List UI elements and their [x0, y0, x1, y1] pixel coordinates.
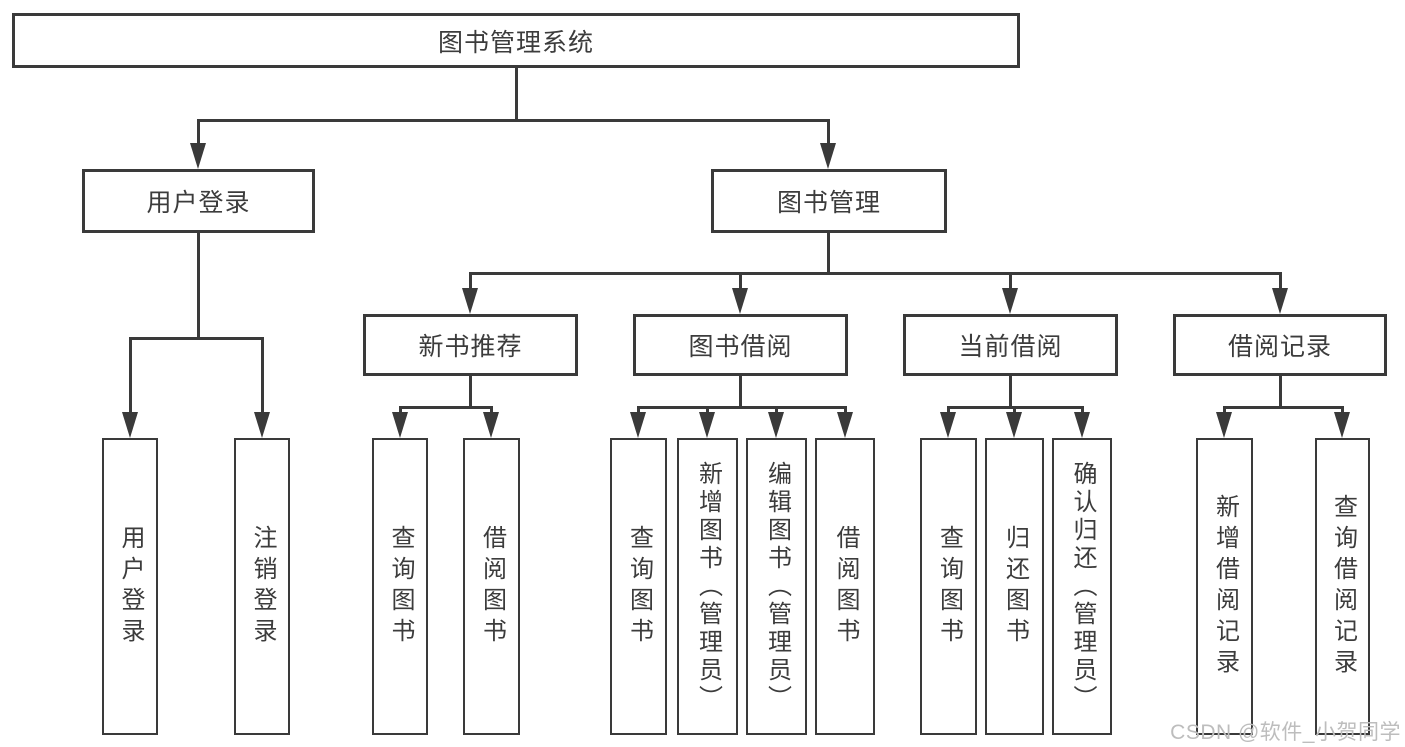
connector-drop — [947, 406, 950, 413]
connector-bar — [637, 406, 847, 409]
leaf-query-books-recommend: 查询图书 — [372, 438, 428, 735]
connector-stem — [739, 376, 742, 409]
connector-drop — [261, 337, 264, 413]
arrow-down-icon — [1074, 412, 1090, 438]
arrow-down-icon — [699, 412, 715, 438]
connector-bar — [129, 337, 264, 340]
leaf-query-books-current-label: 查询图书 — [935, 524, 963, 649]
leaf-query-books-borrowing: 查询图书 — [610, 438, 667, 735]
connector-drop — [197, 119, 200, 144]
connector-stem — [827, 233, 830, 275]
connector-bar — [1223, 406, 1344, 409]
arrow-down-icon — [1006, 412, 1022, 438]
leaf-query-books-borrowing-label: 查询图书 — [625, 524, 653, 649]
leaf-add-book-admin: 新增图书（管理员） — [677, 438, 738, 735]
arrow-down-icon — [254, 412, 270, 438]
connector-stem — [1009, 376, 1012, 409]
leaf-return-books-label: 归还图书 — [1001, 524, 1029, 649]
leaf-borrow-books-recommend: 借阅图书 — [463, 438, 520, 735]
connector-drop — [844, 406, 847, 413]
node-book-management: 图书管理 — [711, 169, 947, 233]
leaf-add-borrow-record: 新增借阅记录 — [1196, 438, 1253, 735]
arrow-down-icon — [1272, 288, 1288, 314]
leaf-confirm-return-admin: 确认归还（管理员） — [1052, 438, 1112, 735]
connector-bar — [469, 272, 1282, 275]
connector-drop — [399, 406, 402, 413]
arrow-down-icon — [837, 412, 853, 438]
leaf-logout: 注销登录 — [234, 438, 290, 735]
connector-drop — [1341, 406, 1344, 413]
arrow-down-icon — [1216, 412, 1232, 438]
leaf-return-books: 归还图书 — [985, 438, 1044, 735]
node-book-borrowing-label: 图书借阅 — [688, 333, 793, 361]
leaf-borrow-books-recommend-label: 借阅图书 — [478, 524, 506, 649]
node-user-login-label: 用户登录 — [146, 189, 251, 217]
leaf-add-book-admin-label: 新增图书（管理员） — [694, 460, 722, 713]
node-borrowing-records-label: 借阅记录 — [1227, 333, 1332, 361]
leaf-query-borrow-record: 查询借阅记录 — [1315, 438, 1370, 735]
arrow-down-icon — [483, 412, 499, 438]
connector-drop — [1279, 272, 1282, 289]
connector-drop — [1009, 272, 1012, 289]
arrow-down-icon — [1334, 412, 1350, 438]
connector-drop — [129, 337, 132, 413]
connector-bar — [197, 119, 830, 122]
connector-drop — [775, 406, 778, 413]
connector-stem — [515, 68, 518, 122]
watermark-text: CSDN @软件_小贺同学 — [1170, 721, 1401, 744]
connector-drop — [739, 272, 742, 289]
node-library-management-system: 图书管理系统 — [12, 13, 1020, 68]
leaf-user-login-label: 用户登录 — [117, 524, 144, 649]
node-current-borrowing-label: 当前借阅 — [958, 333, 1063, 361]
leaf-edit-book-admin: 编辑图书（管理员） — [746, 438, 807, 735]
connector-drop — [637, 406, 640, 413]
connector-drop — [827, 119, 830, 144]
arrow-down-icon — [462, 288, 478, 314]
connector-drop — [706, 406, 709, 413]
arrow-down-icon — [940, 412, 956, 438]
connector-bar — [399, 406, 493, 409]
arrow-down-icon — [122, 412, 138, 438]
node-borrowing-records: 借阅记录 — [1173, 314, 1387, 376]
leaf-borrow-books-label: 借阅图书 — [832, 524, 859, 649]
connector-drop — [1013, 406, 1016, 413]
connector-drop — [490, 406, 493, 413]
leaf-user-login: 用户登录 — [102, 438, 158, 735]
arrow-down-icon — [820, 143, 836, 169]
leaf-query-borrow-record-label: 查询借阅记录 — [1329, 493, 1357, 680]
arrow-down-icon — [768, 412, 784, 438]
leaf-query-books-current: 查询图书 — [920, 438, 977, 735]
arrow-down-icon — [630, 412, 646, 438]
connector-drop — [1223, 406, 1226, 413]
node-user-login: 用户登录 — [82, 169, 315, 233]
node-book-borrowing: 图书借阅 — [633, 314, 848, 376]
arrow-down-icon — [732, 288, 748, 314]
arrow-down-icon — [1002, 288, 1018, 314]
connector-drop — [1081, 406, 1084, 413]
connector-drop — [469, 272, 472, 289]
leaf-query-books-recommend-label: 查询图书 — [387, 524, 414, 649]
node-library-management-system-label: 图书管理系统 — [437, 28, 594, 57]
connector-stem — [197, 233, 200, 340]
leaf-borrow-books: 借阅图书 — [815, 438, 875, 735]
arrow-down-icon — [392, 412, 408, 438]
leaf-confirm-return-admin-label: 确认归还（管理员） — [1069, 460, 1096, 713]
node-current-borrowing: 当前借阅 — [903, 314, 1118, 376]
arrow-down-icon — [190, 143, 206, 169]
leaf-add-borrow-record-label: 新增借阅记录 — [1211, 493, 1239, 680]
connector-stem — [1279, 376, 1282, 409]
leaf-logout-label: 注销登录 — [249, 524, 276, 649]
leaf-edit-book-admin-label: 编辑图书（管理员） — [763, 460, 791, 713]
node-book-management-label: 图书管理 — [776, 189, 881, 217]
node-new-book-recommendation: 新书推荐 — [363, 314, 578, 376]
node-new-book-recommendation-label: 新书推荐 — [418, 333, 523, 361]
connector-stem — [469, 376, 472, 409]
